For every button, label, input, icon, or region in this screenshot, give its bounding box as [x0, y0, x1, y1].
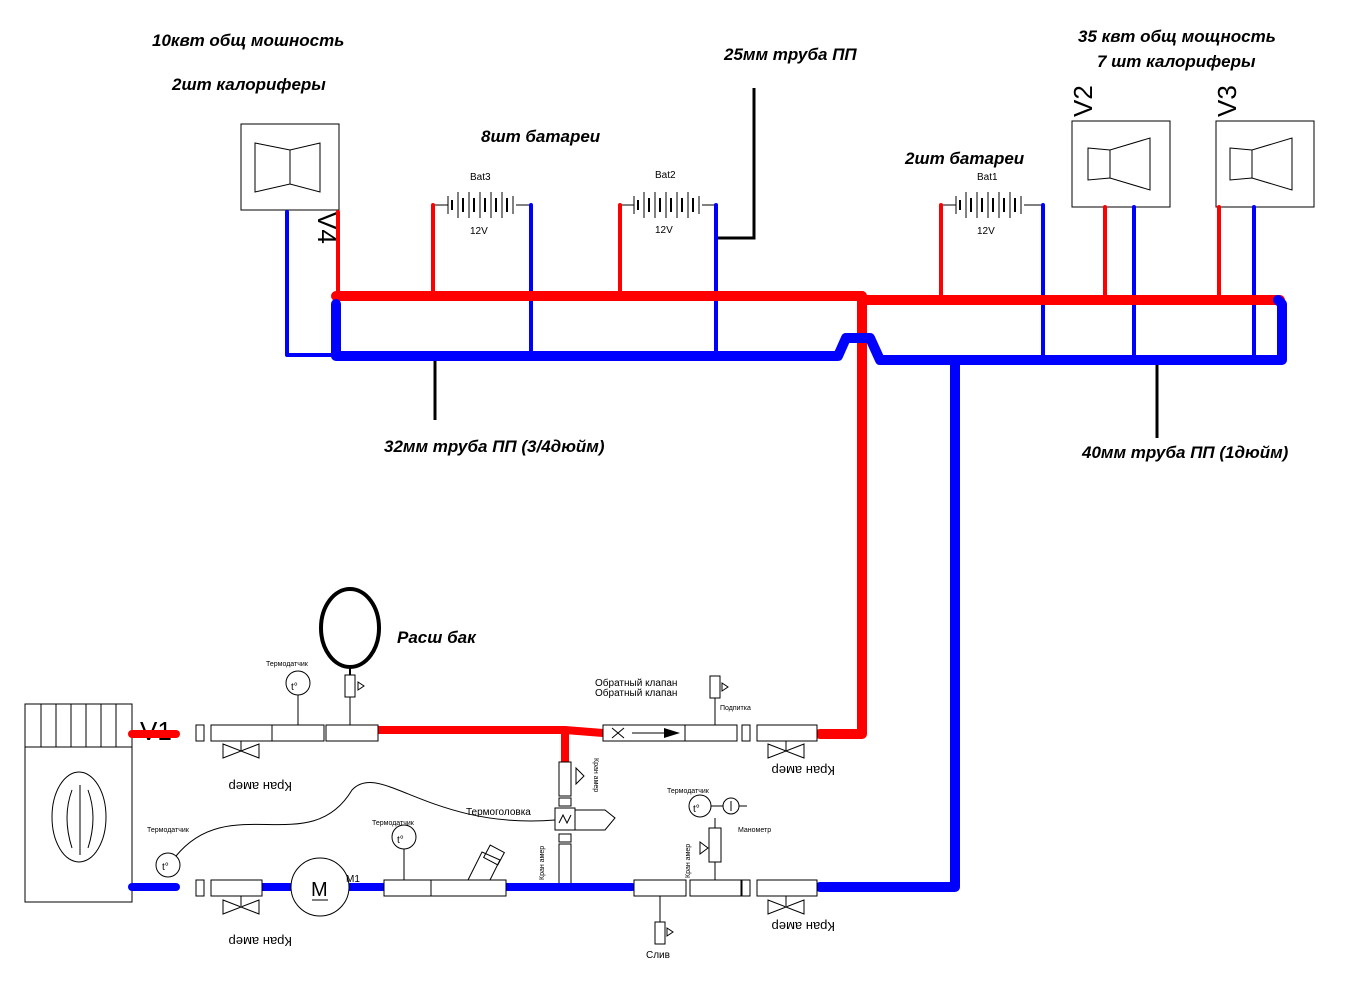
thermo-sensor-manometer-label: Термодатчик — [667, 788, 710, 795]
crane-label-bypass-bottom: Кран амер — [539, 846, 546, 880]
thermo-sensor-hot — [285, 670, 311, 725]
hot-lower-line — [374, 726, 569, 766]
drain-valve — [654, 896, 674, 945]
bypass-valve — [554, 761, 616, 885]
bat2-voltage: 12V — [655, 225, 673, 236]
v2-label: V2 — [1068, 85, 1098, 117]
crane-label-3: Кран амер — [229, 934, 292, 949]
pipe-25-leader — [718, 88, 756, 240]
bat1-label: Bat1 — [977, 172, 998, 183]
thermo-sensor-return-label: Термодатчик — [372, 820, 415, 827]
hot-lower-line-2 — [561, 726, 607, 737]
thermo-sensor-return — [391, 824, 417, 880]
hot-fittings — [195, 724, 818, 742]
pump — [290, 857, 350, 917]
crane-label-bypass-top: Кран амер — [592, 758, 599, 792]
feed-label: Подпитка — [720, 705, 751, 712]
heater-v3 — [1215, 120, 1315, 208]
manometer-label: Манометр — [738, 827, 771, 834]
small-heaters-label: 2шт калориферы — [171, 75, 326, 94]
crane-label-2: Кран амер — [772, 763, 835, 778]
pump-label: M1 — [346, 874, 360, 885]
check-valve-label-2: Обратный клапан — [595, 687, 677, 699]
bat3-voltage: 12V — [470, 226, 488, 237]
pipe-25-label: 25мм труба ПП — [723, 45, 857, 64]
expansion-tank-label: Расш бак — [397, 628, 477, 647]
cold-valves — [222, 896, 805, 915]
battery-bat2 — [620, 192, 716, 218]
thermo-t-boiler: t° — [162, 862, 169, 873]
hot-main-riser — [815, 291, 867, 739]
heater-v2 — [1071, 120, 1171, 208]
hot-risers — [336, 203, 1221, 300]
pump-symbol: M — [311, 879, 328, 901]
manometer-stack — [688, 794, 747, 880]
batteries-2-label: 2шт батареи — [904, 149, 1025, 168]
v3-label: V3 — [1212, 85, 1242, 117]
thermo-t-manometer: t° — [693, 804, 700, 815]
thermo-head-label: Термоголовка — [466, 807, 531, 818]
cold-risers — [285, 203, 1256, 362]
pipe-32-label: 32мм труба ПП (3/4дюйм) — [384, 437, 605, 456]
cold-main-riser — [815, 355, 960, 892]
bat3-label: Bat3 — [470, 172, 491, 183]
battery-bat3 — [433, 192, 531, 218]
crane-label-4: Кран амер — [772, 919, 835, 934]
small-power-label: 10квт общ мошность — [152, 31, 344, 50]
batteries-8-label: 8шт батареи — [481, 127, 601, 146]
check-valve-label-1: Обратный клапан — [595, 677, 677, 689]
thermo-sensor-boiler — [155, 852, 181, 878]
thermo-t-hot: t° — [291, 682, 298, 693]
thermo-t-return: t° — [397, 835, 404, 846]
hot-valves — [222, 741, 805, 759]
crane-label-manometer: Кран амер — [685, 844, 692, 878]
battery-bat1 — [941, 192, 1043, 218]
bat1-voltage: 12V — [977, 226, 995, 237]
thermo-sensor-boiler-label: Термодатчик — [147, 827, 190, 834]
drain-label: Слив — [646, 950, 670, 961]
cold-main-upper — [331, 295, 1287, 365]
hot-main-upper — [331, 291, 1285, 305]
expansion-tank — [319, 587, 381, 725]
large-power-label: 35 квт общ мощность — [1078, 27, 1276, 46]
heater-v4 — [240, 123, 340, 211]
crane-label-1: Кран амер — [229, 779, 292, 794]
thermostat-capillary — [175, 781, 556, 857]
cold-fittings — [195, 844, 818, 897]
feed-valve — [709, 675, 729, 725]
boiler — [24, 703, 133, 903]
large-heaters-label: 7 шт калориферы — [1097, 52, 1256, 71]
bat2-label: Bat2 — [655, 170, 676, 181]
pipe-40-label: 40мм труба ПП (1дюйм) — [1081, 443, 1289, 462]
thermo-sensor-hot-label: Термодатчик — [266, 661, 309, 668]
